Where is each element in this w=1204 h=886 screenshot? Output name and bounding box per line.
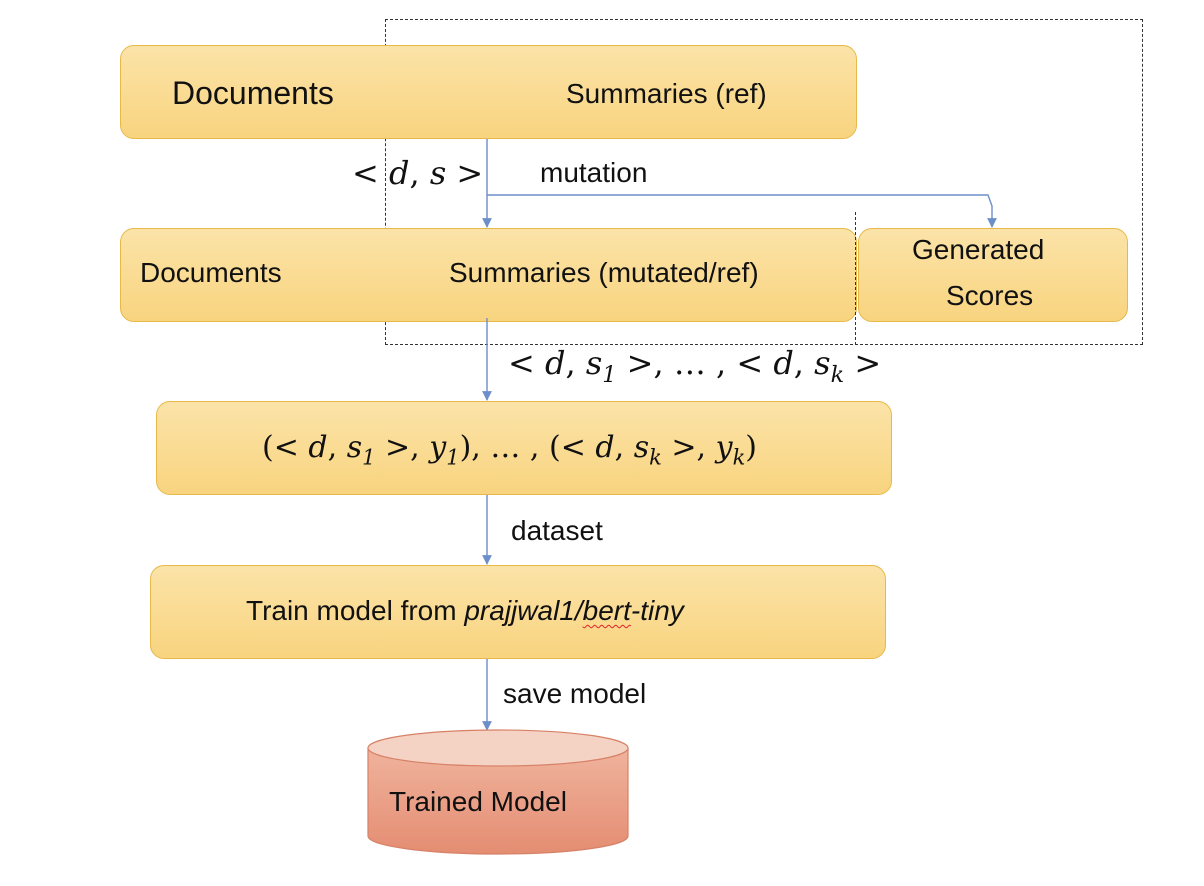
summaries-mutated-ref-label: Summaries (mutated/ref): [449, 257, 759, 288]
open-paren: (: [262, 430, 274, 465]
dashed-group-frame: [385, 19, 1143, 345]
arrow-mutation-to-scores: [487, 194, 997, 228]
lt-symbol: <: [560, 430, 586, 465]
subscript-1: 1: [602, 361, 617, 388]
subscript-1: 1: [362, 445, 376, 470]
summaries-ref-label: Summaries (ref): [566, 78, 767, 109]
lt-symbol: <: [508, 344, 535, 382]
subscript-k: k: [732, 445, 746, 470]
trained-model-label: Trained Model: [389, 786, 567, 817]
close-paren: ): [459, 430, 472, 465]
d-symbol: d: [544, 344, 566, 382]
generated-scores-box: [858, 228, 1128, 322]
model-name-part-b: bert: [582, 595, 631, 626]
y-symbol: y: [429, 430, 447, 465]
gt-symbol: >: [456, 154, 484, 192]
labeled-pairs-box: [156, 401, 892, 495]
documents-label-top: Documents: [172, 75, 334, 111]
gt-symbol: >: [385, 430, 411, 465]
pairs-list-label: < d, s1 >, … , < d, sk >: [508, 347, 881, 386]
doc-summary-pair-label: < d, s >: [352, 157, 483, 189]
lt-symbol: <: [273, 430, 299, 465]
comma-symbol: ,: [696, 430, 716, 465]
d-symbol: d: [308, 430, 328, 465]
model-name-part-c: -tiny: [630, 595, 684, 626]
subscript-k: k: [649, 445, 662, 470]
labeled-pairs-formula: (< d, s1 >, y1), … , (< d, sk >, yk): [262, 433, 757, 468]
model-name-part-a: prajjwal1/: [464, 595, 583, 626]
comma-symbol: ,: [565, 344, 586, 382]
d-symbol: d: [595, 430, 615, 465]
d-symbol: d: [773, 344, 794, 382]
lt-symbol: <: [352, 154, 379, 192]
save-model-label: save model: [503, 678, 647, 709]
ellipsis-separator: , … ,: [653, 344, 727, 382]
comma-symbol: ,: [793, 344, 815, 382]
train-model-box: [150, 565, 886, 659]
train-model-prefix: Train model from: [246, 595, 465, 626]
s-symbol: s: [633, 430, 650, 465]
y-symbol: y: [715, 430, 733, 465]
lt-symbol: <: [736, 344, 764, 382]
s-symbol: s: [346, 430, 363, 465]
comma-symbol: ,: [409, 154, 430, 192]
dashed-separator: [855, 212, 856, 345]
subscript-1: 1: [446, 445, 460, 470]
s-symbol: s: [814, 344, 831, 382]
gt-symbol: >: [626, 344, 654, 382]
close-paren: ): [745, 430, 758, 465]
documents-label-middle: Documents: [140, 257, 282, 288]
s-symbol: s: [585, 344, 603, 382]
generated-scores-line1: Generated: [912, 234, 1045, 265]
subscript-k: k: [830, 361, 845, 388]
d-symbol: d: [388, 154, 410, 192]
trained-model-cylinder: [367, 729, 629, 855]
comma-symbol: ,: [410, 430, 430, 465]
comma-symbol: ,: [614, 430, 634, 465]
s-symbol: s: [429, 154, 447, 192]
comma-symbol: ,: [327, 430, 347, 465]
dataset-label: dataset: [511, 515, 603, 546]
open-paren: (: [549, 430, 561, 465]
documents-summaries-mutated-box: [120, 228, 857, 322]
generated-scores-line2: Scores: [946, 280, 1034, 311]
mutation-label: mutation: [540, 157, 648, 188]
gt-symbol: >: [671, 430, 697, 465]
documents-summaries-ref-box: [120, 45, 857, 139]
ellipsis-separator: , … ,: [471, 430, 540, 465]
train-model-label: Train model from prajjwal1/bert-tiny: [246, 597, 684, 625]
gt-symbol: >: [854, 344, 882, 382]
